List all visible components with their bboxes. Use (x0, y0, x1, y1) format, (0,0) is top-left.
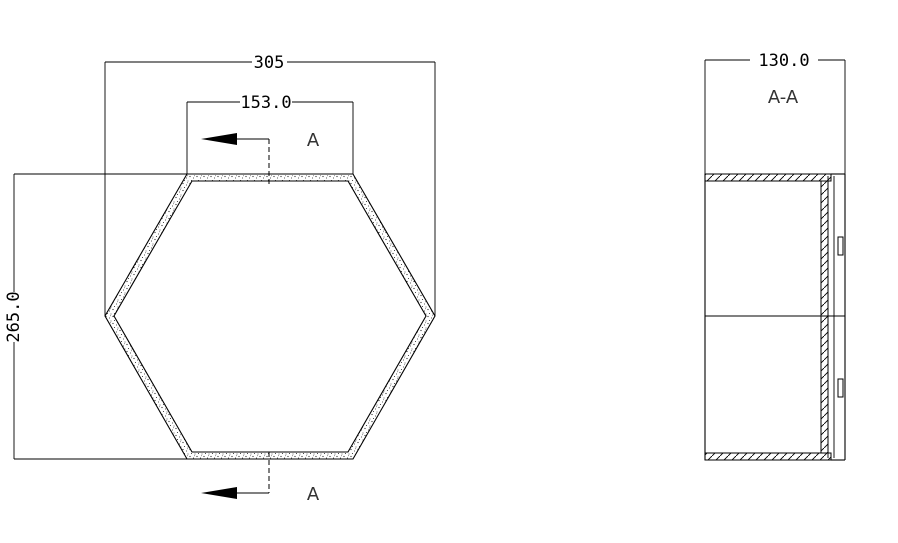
hanging-slot-upper (837, 236, 844, 256)
section-arrow-bottom (201, 487, 237, 499)
section-label-top: A (307, 130, 320, 151)
section-view-title: A-A (768, 87, 799, 108)
top-wall-section (704, 173, 832, 182)
hexagon-wall (104, 173, 436, 460)
back-panel-section (820, 180, 829, 454)
dimension-overall-width: 305 (104, 53, 436, 316)
section-marker-bottom: A (201, 452, 320, 505)
dimension-depth-value: 130.0 (758, 51, 809, 71)
section-label-bottom: A (307, 484, 320, 505)
dimension-depth: 130.0 (704, 51, 846, 174)
dimension-top-width: 153.0 (186, 93, 354, 174)
bottom-wall-section (704, 452, 832, 461)
hanging-slot-lower (837, 378, 844, 398)
section-marker-top: A (201, 130, 320, 184)
dimension-top-width-value: 153.0 (240, 93, 291, 113)
dimension-height: 265.0 (4, 173, 187, 460)
front-view: 305 153.0 265.0 A (4, 53, 436, 505)
dimension-height-value: 265.0 (4, 291, 24, 342)
section-arrow-top (201, 133, 237, 145)
dimension-overall-width-value: 305 (254, 53, 285, 73)
section-view: A-A 130.0 (704, 51, 846, 461)
